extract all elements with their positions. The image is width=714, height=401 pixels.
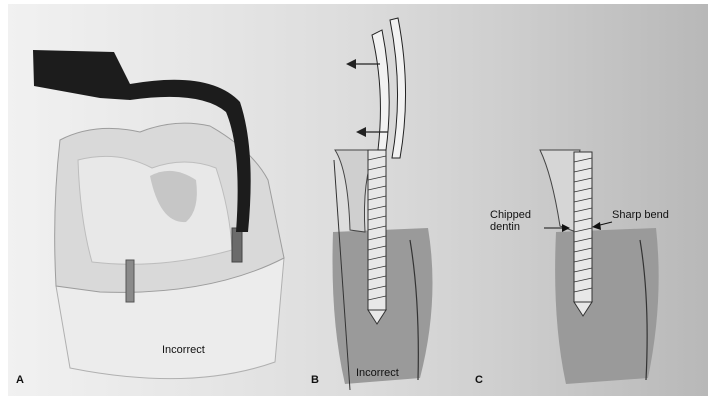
panel-b-drawing [333, 18, 433, 390]
background-text [410, 12, 412, 22]
panel-letter-c: C [475, 374, 483, 386]
background-text [296, 12, 298, 22]
panel-letter-a: A [16, 374, 24, 386]
panel-c-drawing [540, 150, 659, 384]
panel-a-caption: Incorrect [162, 344, 205, 356]
chipped-dentin-callout: Chipped dentin [490, 209, 531, 233]
panel-letter-b: B [311, 374, 319, 386]
panel-b-caption: Incorrect [356, 367, 399, 379]
panel-a-drawing [33, 50, 284, 379]
sharp-bend-callout: Sharp bend [612, 209, 669, 221]
chipped-dentin-line-1: Chipped [490, 209, 531, 221]
chipped-dentin-line-2: dentin [490, 221, 520, 233]
